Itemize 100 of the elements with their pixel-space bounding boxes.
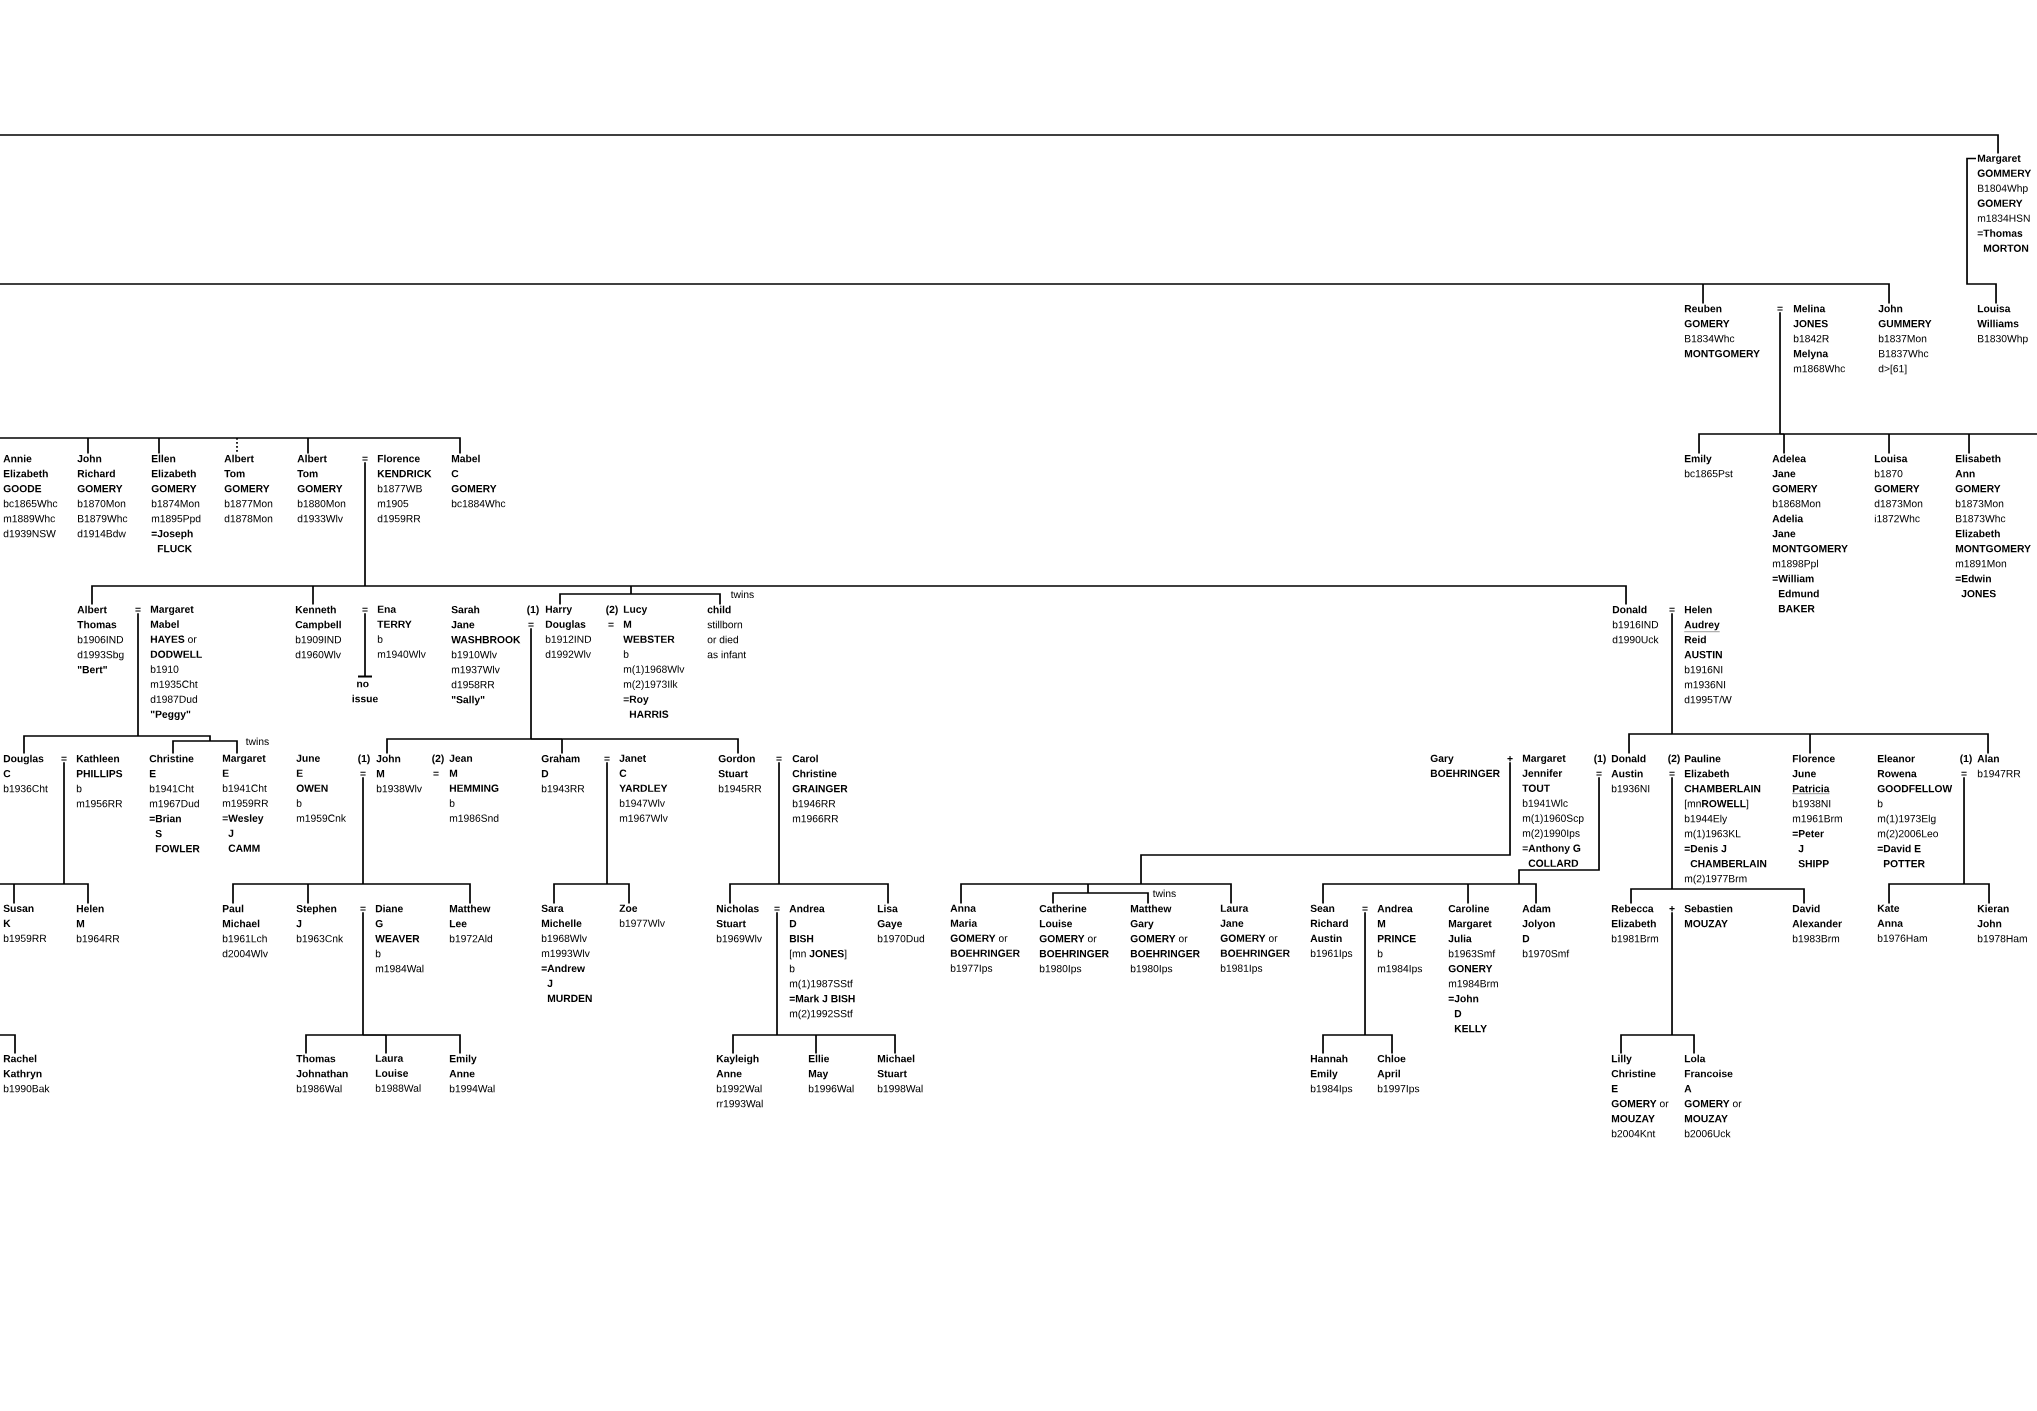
person-entry: Rachel Kathryn b1990Bak bbox=[3, 1054, 50, 1093]
person-entry: Adelea Jane GOMERY b1868Mon Adelia Jane MONTGOMERY m1898Ppl =William Edmund BAKER bbox=[1772, 454, 1848, 613]
descent-line bbox=[158, 437, 160, 455]
marriage-sign: = bbox=[1777, 306, 1783, 311]
descent-line bbox=[815, 1034, 817, 1055]
marriage-sign: = bbox=[1669, 771, 1675, 776]
person-entry: Catherine Louise GOMERY or BOEHRINGER b1980Ips bbox=[1039, 904, 1109, 975]
descent-line bbox=[1518, 776, 1600, 885]
person-entry: Andrea D BISH [mn JONES] b m(1)1987SStf =Mark J BISH m(2)1992SStf bbox=[789, 904, 855, 1020]
descent-line bbox=[1671, 612, 1673, 735]
person-entry: Emily Anne b1994Wal bbox=[449, 1054, 495, 1093]
person-entry: Louisa b1870 GOMERY d1873Mon i1872Whc bbox=[1874, 454, 1923, 523]
person-entry: Florence June Patricia b1938NI m1961Brm =Peter J SHIPP bbox=[1792, 754, 1842, 868]
descent-line bbox=[778, 883, 889, 905]
descent-line bbox=[530, 627, 532, 740]
person-entry: Elisabeth Ann GOMERY b1873Mon B1873Whc Elizabeth MONTGOMERY m1891Mon =Edwin JONES bbox=[1955, 454, 2031, 598]
descent-line bbox=[232, 883, 309, 905]
descent-line bbox=[1671, 911, 1673, 1036]
person-entry: Pauline Elizabeth CHAMBERLAIN [mnROWELL] b1944Ely m(1)1963KL =Denis J CHAMBERLAIN m(2)1977Brm bbox=[1684, 754, 1767, 885]
descent-line bbox=[236, 437, 238, 455]
descent-line bbox=[1963, 883, 1990, 905]
descent-line bbox=[362, 883, 471, 905]
person-entry: Donald b1916IND d1990Uck bbox=[1612, 605, 1659, 644]
descent-line bbox=[0, 437, 89, 439]
descent-line bbox=[561, 738, 563, 755]
descent-line bbox=[362, 911, 364, 1036]
person-entry: Diane G WEAVER b m1984Wal bbox=[375, 904, 424, 973]
marriage-sign: = bbox=[1596, 771, 1602, 776]
person-entry: Laura Louise b1988Wal bbox=[375, 1054, 421, 1092]
person-entry: Kathleen PHILLIPS b m1956RR bbox=[76, 754, 123, 808]
person-entry: Harry Douglas b1912IND d1992Wlv bbox=[545, 605, 592, 658]
descent-line bbox=[630, 585, 632, 595]
person-entry: Matthew Lee b1972Ald bbox=[449, 904, 493, 943]
descent-line bbox=[1620, 1034, 1673, 1055]
descent-line bbox=[1322, 883, 1469, 905]
descent-line bbox=[1888, 433, 2037, 455]
person-entry: Alan b1947RR bbox=[1977, 754, 2021, 778]
descent-line bbox=[364, 585, 632, 587]
descent-line bbox=[1087, 883, 1142, 885]
person-entry: Margaret GOMMERY B1804Whp GOMERY m1834HSN =Thomas MORTON bbox=[1977, 154, 2032, 252]
person-entry: Albert Tom GOMERY b1877Mon d1878Mon bbox=[224, 454, 273, 523]
descent-line bbox=[87, 437, 89, 455]
descent-line bbox=[1698, 433, 1781, 455]
person-entry: Janet C YARDLEY b1947Wlv m1967Wlv bbox=[619, 754, 668, 822]
person-entry: Margaret Mabel HAYES or DODWELL b1910 m1935Cht d1987Dud "Peggy" bbox=[150, 605, 202, 720]
person-entry: Stephen J b1963Cnk bbox=[296, 904, 344, 943]
descent-line bbox=[778, 761, 780, 885]
person-entry: Albert Thomas b1906IND d1993Sbg "Bert" bbox=[77, 605, 124, 674]
twins-label: twins bbox=[1152, 889, 1176, 898]
descent-line bbox=[1888, 883, 1965, 905]
person-entry: Kenneth Campbell b1909IND d1960Wlv bbox=[295, 605, 342, 659]
person-entry: John GUMMERY b1837Mon B1837Whc d>[61] bbox=[1878, 304, 1932, 375]
descent-line bbox=[23, 735, 139, 755]
descent-line bbox=[1809, 733, 1989, 755]
descent-line bbox=[358, 612, 372, 678]
person-entry: Chloe April b1997Ips bbox=[1377, 1054, 1420, 1095]
twins-label: twins bbox=[730, 590, 754, 599]
descent-line bbox=[1052, 892, 1089, 905]
person-entry: Ena TERRY b m1940Wlv bbox=[377, 605, 426, 658]
person-entry: Douglas C b1936Cht bbox=[3, 754, 48, 793]
descent-line bbox=[1630, 888, 1673, 905]
marriage-sign: = bbox=[360, 771, 366, 776]
person-entry: Gordon Stuart b1945RR bbox=[718, 754, 762, 793]
person-entry: David Alexander b1983Brm bbox=[1792, 904, 1842, 943]
descent-line bbox=[1140, 883, 1232, 905]
marriage-sign: = bbox=[433, 771, 439, 776]
descent-line bbox=[1809, 733, 1811, 755]
descent-line bbox=[553, 883, 608, 905]
person-entry: Louisa Williams B1830Whp bbox=[1977, 304, 2028, 345]
no-issue-note: no issue bbox=[352, 681, 378, 703]
descent-line bbox=[1518, 883, 1537, 905]
descent-line bbox=[559, 593, 632, 606]
person-entry: Kieran John b1978Ham bbox=[1977, 904, 2027, 943]
person-entry: Helen Audrey Reid AUSTIN b1916NI m1936NI d1995T/W bbox=[1684, 605, 1732, 704]
person-entry: Lucy M WEBSTER b m(1)1968Wlv m(2)1973Ilk =Roy HARRIS bbox=[623, 605, 685, 718]
descent-line bbox=[1966, 157, 1997, 305]
person-entry: Matthew Gary GOMERY or BOEHRINGER b1980Ips bbox=[1130, 904, 1200, 975]
person-entry: Mabel C GOMERY bc1884Whc bbox=[451, 454, 506, 508]
person-entry: Caroline Margaret Julia b1963Smf GONERY m1984Brm =John D KELLY bbox=[1448, 904, 1498, 1033]
person-entry: Michael Stuart b1998Wal bbox=[877, 1054, 923, 1093]
person-entry: Sarah Jane WASHBROOK b1910Wlv m1937Wlv d1958RR "Sally" bbox=[451, 605, 521, 706]
descent-line bbox=[1702, 283, 1704, 305]
descent-line bbox=[87, 437, 160, 439]
descent-line bbox=[307, 883, 309, 905]
descent-line bbox=[0, 1034, 16, 1055]
descent-line bbox=[776, 1034, 817, 1036]
person-entry: Zoe b1977Wlv bbox=[619, 904, 665, 927]
marriage-number: (1) bbox=[358, 754, 370, 765]
descent-line bbox=[1364, 911, 1366, 1036]
descent-line bbox=[312, 585, 366, 587]
person-entry: Susan K b1959RR bbox=[3, 904, 47, 942]
descent-line bbox=[236, 437, 309, 439]
person-entry: John Richard GOMERY b1870Mon B1879Whc d1914Bdw bbox=[77, 454, 128, 538]
descent-line bbox=[362, 776, 364, 885]
person-entry: Emily bc1865Pst bbox=[1684, 454, 1733, 478]
descent-line bbox=[815, 1034, 896, 1055]
descent-line bbox=[307, 437, 309, 455]
person-entry: June E OWEN b m1959Cnk bbox=[296, 754, 346, 822]
marriage-sign: = bbox=[1961, 771, 1967, 776]
person-entry: Melina JONES b1842R Melyna m1868Whc bbox=[1793, 304, 1846, 373]
